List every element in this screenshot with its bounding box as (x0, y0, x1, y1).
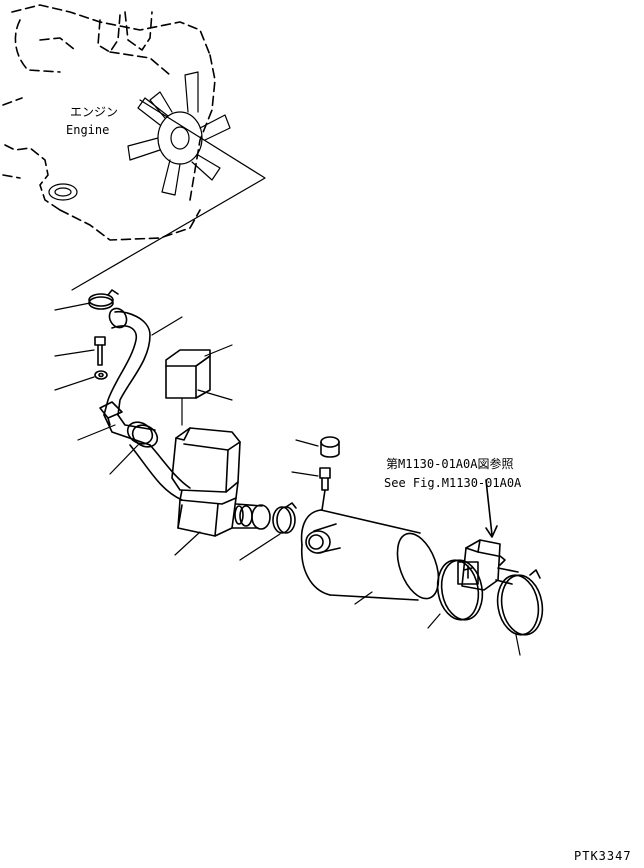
dust-indicator (319, 467, 331, 511)
leader-cover-cap (204, 344, 233, 357)
air-cleaner-body (300, 509, 440, 601)
hose-clamp-mid (272, 502, 297, 534)
fan-icon (127, 71, 231, 196)
reference-label-jp: 第M1130-01A0A図参照 (386, 457, 514, 471)
leader-indicator (291, 471, 319, 477)
leader-elbow (174, 531, 201, 556)
leader-clamp-upper (54, 302, 91, 311)
leader-band-clamp (427, 613, 441, 629)
engine-port (48, 183, 78, 201)
leader-bracket (77, 424, 116, 441)
leader-washer (54, 376, 95, 391)
reference-assembly (457, 479, 519, 591)
engine-outline (2, 4, 216, 241)
intake-hose (103, 307, 156, 446)
engine-label-jp: エンジン (70, 105, 119, 119)
leader-indicator-cap (295, 439, 319, 447)
hose-lower-segment (129, 444, 191, 501)
bolt (94, 336, 106, 366)
washer (94, 370, 108, 380)
band-clamp-2 (496, 569, 544, 636)
band-clamp (436, 559, 484, 621)
indicator-cap (320, 436, 340, 458)
reference-label-en: See Fig.M1130-01A0A (384, 476, 522, 490)
hose-clamp-lower (126, 421, 159, 448)
engine-label-en: Engine (66, 123, 110, 137)
drawing-code: PTK3347 (574, 849, 632, 863)
leader-air-cleaner (354, 591, 373, 605)
elbow-housing (171, 427, 241, 537)
engine-leader-line (71, 99, 266, 291)
leader-bolt (54, 349, 95, 357)
leader-clamp-mid (239, 533, 281, 561)
hose-clamp-upper (88, 289, 119, 310)
elbow-outlet (231, 503, 271, 530)
leader-band-clamp-2 (515, 634, 521, 656)
leader-hose (151, 316, 183, 336)
leader-cover (197, 389, 233, 401)
cover-cap (165, 349, 211, 399)
mounting-bracket (99, 401, 123, 426)
